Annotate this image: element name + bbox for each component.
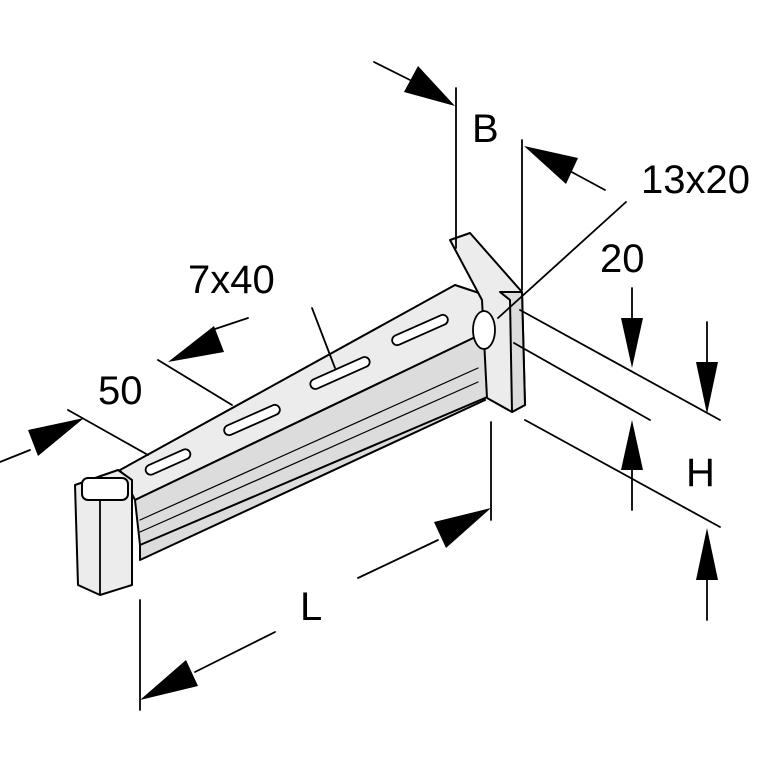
label-h: H	[686, 451, 715, 495]
dimension-slot: 7x40	[188, 258, 336, 369]
dimension-b: B	[373, 61, 606, 291]
dimension-hole: 13x20	[497, 158, 750, 319]
dimension-h: H	[524, 321, 721, 621]
hole-13x20	[472, 310, 496, 350]
dimension-50: 50	[0, 317, 249, 463]
label-50: 50	[98, 369, 143, 413]
slots	[144, 313, 449, 476]
label-l: L	[300, 585, 322, 629]
label-13x20: 13x20	[641, 158, 750, 202]
label-7x40: 7x40	[188, 258, 275, 302]
dimension-20: 20	[513, 237, 721, 511]
label-20: 20	[600, 237, 645, 281]
bracket-body	[74, 232, 526, 596]
dimension-l: L	[139, 421, 492, 711]
label-b: B	[472, 107, 499, 151]
